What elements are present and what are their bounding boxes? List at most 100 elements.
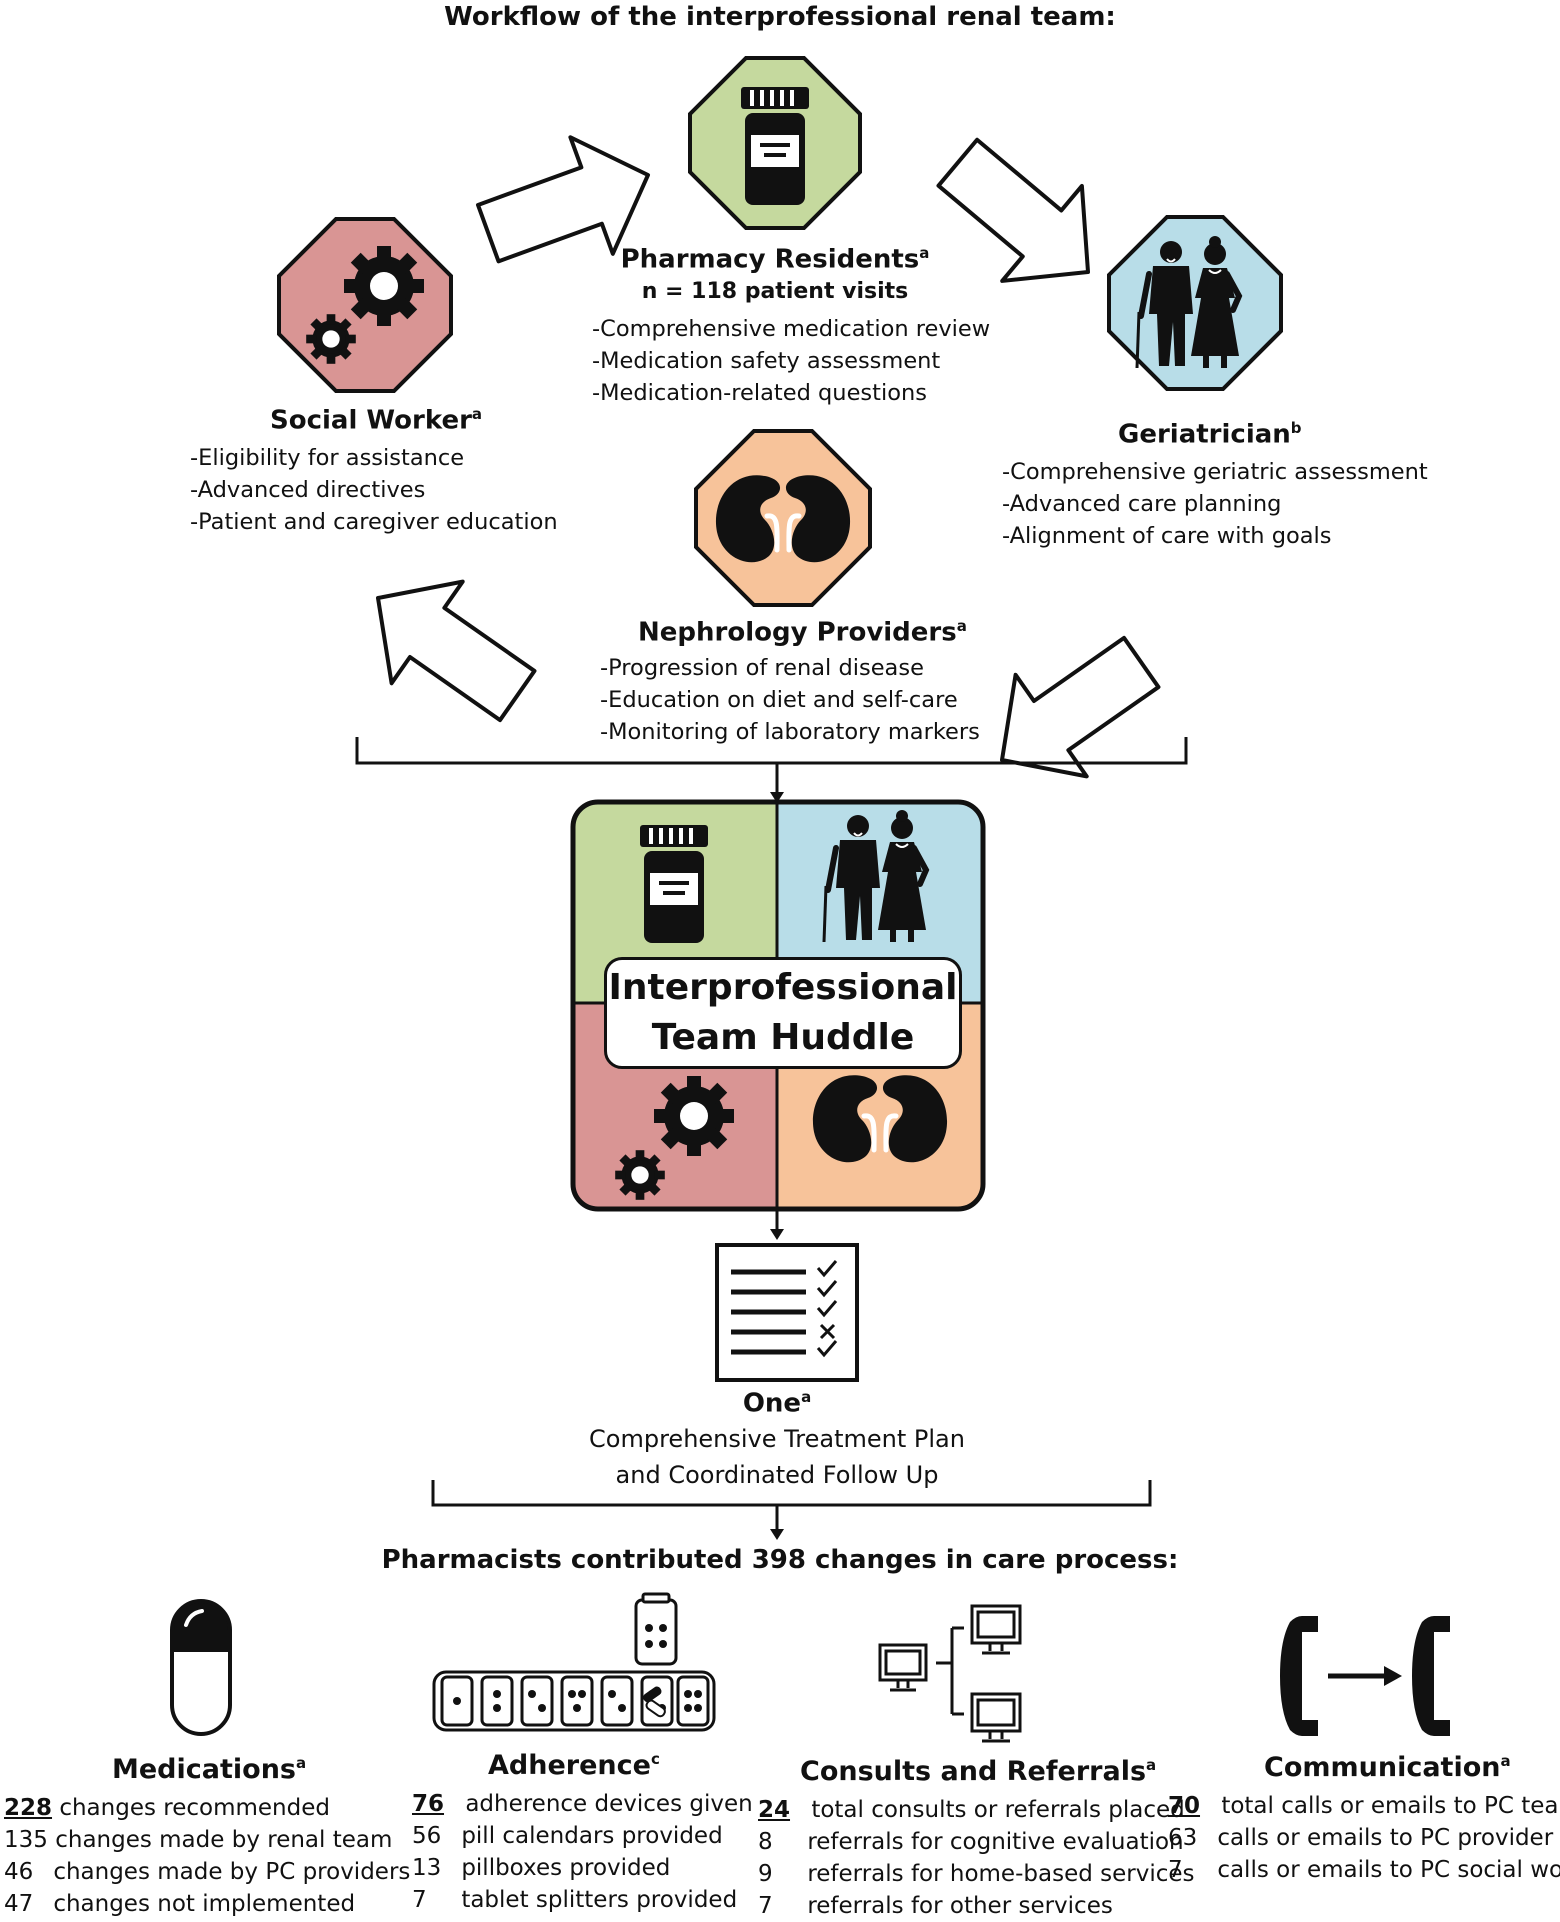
checklist-icon (715, 1243, 859, 1382)
diagram-title: Workflow of the interprofessional renal … (444, 2, 1116, 32)
huddle-label: Interprofessional Team Huddle (604, 957, 962, 1069)
pharmacy-title: Pharmacy Residents (620, 244, 920, 275)
nephrology-bullets: -Progression of renal disease -Education… (600, 652, 980, 748)
social-worker-octagon (277, 217, 453, 393)
stat-text: tablet splitters provided (461, 1887, 738, 1913)
list-item: 7 calls or emails to PC social worker (1168, 1854, 1560, 1886)
nephrology-title: Nephrology Providers (638, 617, 957, 648)
stat-number: 76 (412, 1791, 445, 1817)
nephrology-octagon (694, 429, 872, 607)
consults-footnote: a (1146, 1756, 1157, 1774)
consults-title: Consults and Referrals (800, 1756, 1147, 1787)
nephrology-bullet: -Monitoring of laboratory markers (600, 719, 980, 745)
stat-number: 56 (412, 1823, 442, 1849)
arrow-nephrology-to-social (340, 545, 555, 749)
stat-number: 135 (4, 1827, 48, 1853)
geriatrician-bullets: -Comprehensive geriatric assessment -Adv… (1002, 456, 1428, 552)
geriatrician-title: Geriatrician (1118, 419, 1291, 450)
computer-network-icon (878, 1604, 1022, 1743)
pharmacy-footnote: a (919, 244, 930, 262)
phone-to-phone-icon (1280, 1616, 1450, 1736)
bracket-bottom (431, 1480, 1152, 1532)
list-item: 228 changes recommended (4, 1792, 410, 1824)
medications-list: 228 changes recommended 135 changes made… (4, 1792, 410, 1920)
huddle-line-2: Team Huddle (651, 1017, 915, 1058)
adherence-title-row: Adherencec (488, 1750, 660, 1781)
stat-number: 63 (1168, 1825, 1198, 1851)
social-worker-bullet: -Eligibility for assistance (190, 445, 465, 471)
pharmacy-count: n = 118 patient visits (641, 278, 909, 304)
social-worker-title: Social Worker (270, 405, 472, 436)
list-item: 47 changes not implemented (4, 1888, 410, 1920)
stat-number: 7 (412, 1887, 427, 1913)
bracket-top (355, 737, 1188, 795)
stat-text: referrals for home-based services (807, 1861, 1195, 1887)
stat-number: 46 (4, 1859, 34, 1885)
pharmacy-octagon (688, 56, 862, 230)
adherence-footnote: c (650, 1750, 660, 1768)
plan-block: Onea Comprehensive Treatment Plan and Co… (540, 1388, 1014, 1493)
stat-text: adherence devices given (465, 1791, 753, 1817)
stat-text: changes recommended (59, 1795, 330, 1821)
nephrology-bullet: -Education on diet and self-care (600, 687, 958, 713)
plan-title: One (742, 1388, 802, 1419)
geriatrician-octagon (1107, 215, 1283, 391)
social-worker-bullet: -Patient and caregiver education (190, 509, 558, 535)
stat-number: 7 (1168, 1857, 1183, 1883)
nephrology-title-row: Nephrology Providersa (638, 617, 967, 648)
list-item: 135 changes made by renal team (4, 1824, 410, 1856)
capsule-icon (170, 1599, 232, 1736)
list-item: 46 changes made by PC providers (4, 1856, 410, 1888)
pharmacy-bullet: -Comprehensive medication review (592, 316, 991, 342)
social-worker-footnote: a (471, 405, 483, 423)
communication-list: 70 total calls or emails to PC teams 63 … (1168, 1790, 1560, 1886)
pharmacy-bullets: -Comprehensive medication review -Medica… (592, 313, 990, 409)
geriatrician-bullet: -Comprehensive geriatric assessment (1002, 459, 1428, 485)
communication-title-row: Communicationa (1264, 1752, 1511, 1783)
communication-footnote: a (1500, 1752, 1511, 1770)
social-worker-title-row: Social Workera (270, 405, 482, 436)
geriatrician-bullet: -Advanced care planning (1002, 491, 1282, 517)
stat-number: 47 (4, 1891, 34, 1917)
stat-number: 9 (758, 1861, 773, 1887)
nephrology-footnote: a (956, 617, 967, 635)
social-worker-bullets: -Eligibility for assistance -Advanced di… (190, 442, 558, 538)
social-worker-bullet: -Advanced directives (190, 477, 426, 503)
nephrology-bullet: -Progression of renal disease (600, 655, 924, 681)
pharmacy-bullet: -Medication-related questions (592, 380, 927, 406)
stat-number: 228 (4, 1795, 53, 1821)
geriatrician-bullet: -Alignment of care with goals (1002, 523, 1332, 549)
stat-text: calls or emails to PC social worker (1217, 1857, 1560, 1883)
stat-text: changes not implemented (53, 1891, 356, 1917)
consults-list: 24 total consults or referrals placed 8 … (758, 1794, 1195, 1922)
stat-text: pill calendars provided (461, 1823, 723, 1849)
stat-text: referrals for cognitive evaluation (807, 1829, 1184, 1855)
stat-number: 24 (758, 1797, 791, 1823)
adherence-list: 76 adherence devices given 56 pill calen… (412, 1788, 753, 1916)
plan-footnote: a (801, 1388, 812, 1406)
medications-title: Medications (112, 1754, 296, 1785)
huddle-line-1: Interprofessional (608, 967, 958, 1008)
medications-footnote: a (296, 1754, 307, 1772)
stat-number: 70 (1168, 1793, 1201, 1819)
stat-text: changes made by renal team (55, 1827, 393, 1853)
pill-organizer-icon (432, 1592, 716, 1732)
consults-title-row: Consults and Referralsa (800, 1756, 1156, 1787)
list-item: 8 referrals for cognitive evaluation (758, 1826, 1195, 1858)
list-item: 13 pillboxes provided (412, 1852, 753, 1884)
list-item: 70 total calls or emails to PC teams (1168, 1790, 1560, 1822)
stat-text: total consults or referrals placed (811, 1797, 1185, 1823)
pill-bottle-icon (741, 87, 809, 205)
geriatrician-footnote: b (1290, 419, 1302, 437)
stat-text: changes made by PC providers (53, 1859, 411, 1885)
geriatrician-title-row: Geriatricianb (1118, 419, 1302, 450)
list-item: 63 calls or emails to PC provider (1168, 1822, 1560, 1854)
stat-text: pillboxes provided (461, 1855, 671, 1881)
pill-organizer-dots (453, 1624, 702, 1718)
list-item: 56 pill calendars provided (412, 1820, 753, 1852)
communication-title: Communication (1264, 1752, 1501, 1783)
stat-text: calls or emails to PC provider (1217, 1825, 1554, 1851)
list-item: 76 adherence devices given (412, 1788, 753, 1820)
stat-number: 13 (412, 1855, 442, 1881)
stat-text: referrals for other services (807, 1893, 1113, 1919)
